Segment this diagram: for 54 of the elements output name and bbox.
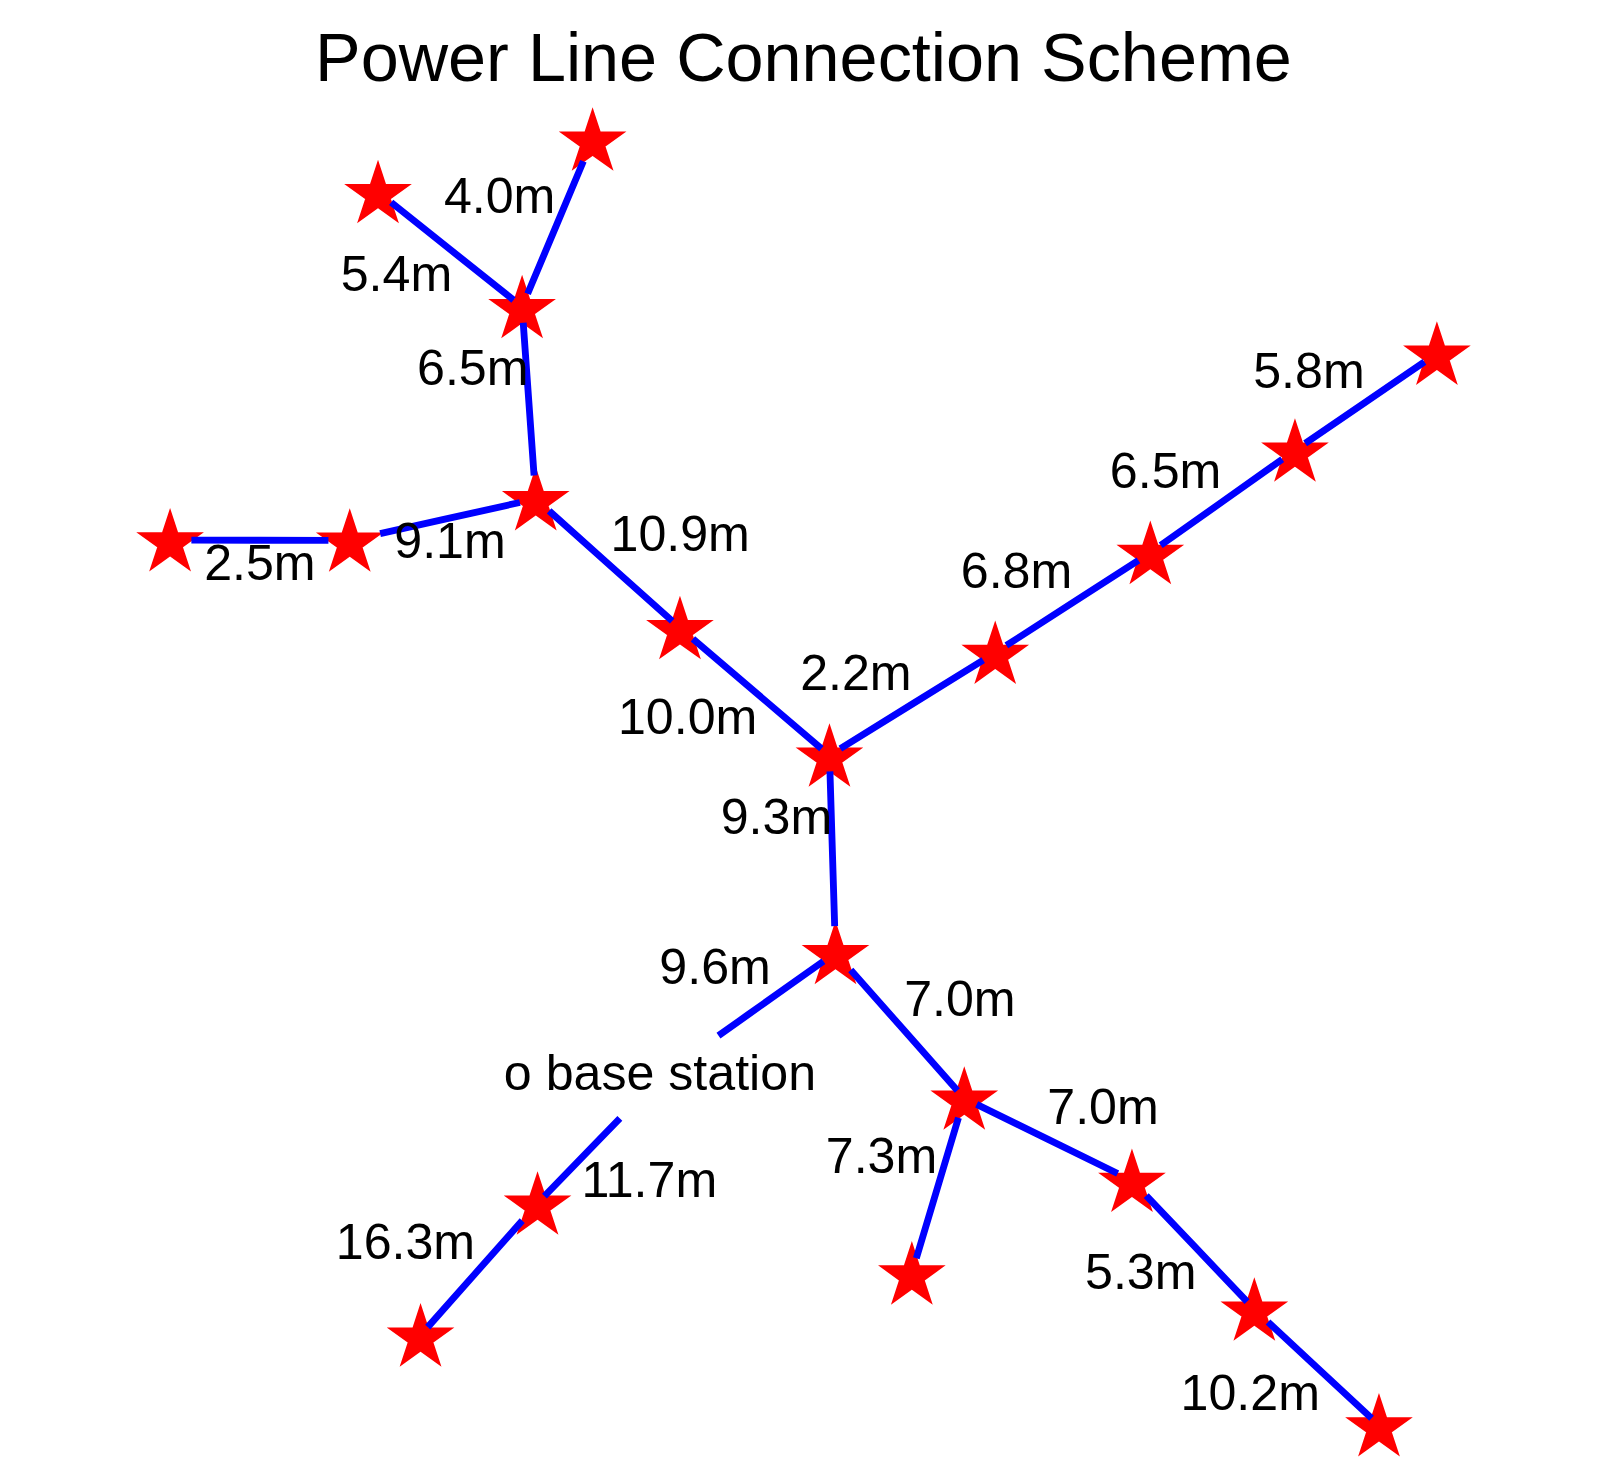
edge-label: 10.9m — [610, 506, 750, 563]
node-star — [795, 723, 863, 787]
edge-label: 7.3m — [825, 1128, 937, 1185]
node-star — [1097, 1148, 1166, 1212]
node-star — [960, 620, 1029, 685]
edge-label: 2.5m — [203, 535, 316, 592]
node-star — [503, 1171, 571, 1235]
connector — [838, 657, 985, 752]
connector — [541, 1116, 622, 1199]
connector — [388, 199, 516, 303]
edge-label: 5.3m — [1084, 1243, 1197, 1300]
node-star — [343, 159, 412, 224]
edge-label: 7.0m — [903, 970, 1016, 1027]
node-star — [558, 107, 626, 171]
node-text: o base station — [503, 1044, 816, 1101]
edge-label: 7.0m — [1046, 1079, 1159, 1136]
connector — [546, 508, 674, 624]
connector — [974, 1101, 1119, 1177]
connector — [190, 536, 328, 544]
connector — [690, 636, 824, 752]
diagram-title: Power Line Connection Scheme — [314, 19, 1292, 96]
node-star — [929, 1066, 998, 1130]
node-star — [1344, 1392, 1413, 1457]
edge-label: 6.8m — [960, 543, 1072, 600]
connector — [847, 967, 960, 1093]
connector — [826, 771, 838, 927]
node-star — [1115, 520, 1184, 585]
edge-label: 9.1m — [393, 513, 506, 570]
connector — [716, 958, 825, 1039]
connector — [378, 499, 521, 537]
node-star — [1260, 418, 1329, 482]
connector — [1143, 1193, 1250, 1305]
connector — [519, 322, 537, 476]
edge-label: 10.0m — [617, 688, 757, 745]
node-star — [135, 507, 204, 572]
node-star — [645, 595, 714, 660]
node-star — [1220, 1277, 1288, 1341]
node-star — [386, 1303, 454, 1367]
connector — [523, 159, 587, 296]
edge-label: 5.4m — [340, 246, 452, 303]
edge-label: 10.2m — [1180, 1365, 1320, 1422]
connector — [1158, 456, 1284, 549]
connector — [1004, 557, 1140, 649]
node-star — [1402, 321, 1471, 385]
edge-label: 9.6m — [658, 938, 771, 995]
node-star — [487, 274, 556, 339]
edge-label: 11.7m — [581, 1152, 717, 1209]
edge-label: 4.0m — [443, 167, 555, 224]
connector — [912, 1116, 962, 1260]
edge-label: 16.3m — [335, 1214, 475, 1271]
edge-label: 2.2m — [799, 644, 912, 701]
edge-label: 5.8m — [1252, 343, 1365, 400]
node-star — [877, 1241, 946, 1305]
edge-label: 6.5m — [1109, 442, 1221, 499]
